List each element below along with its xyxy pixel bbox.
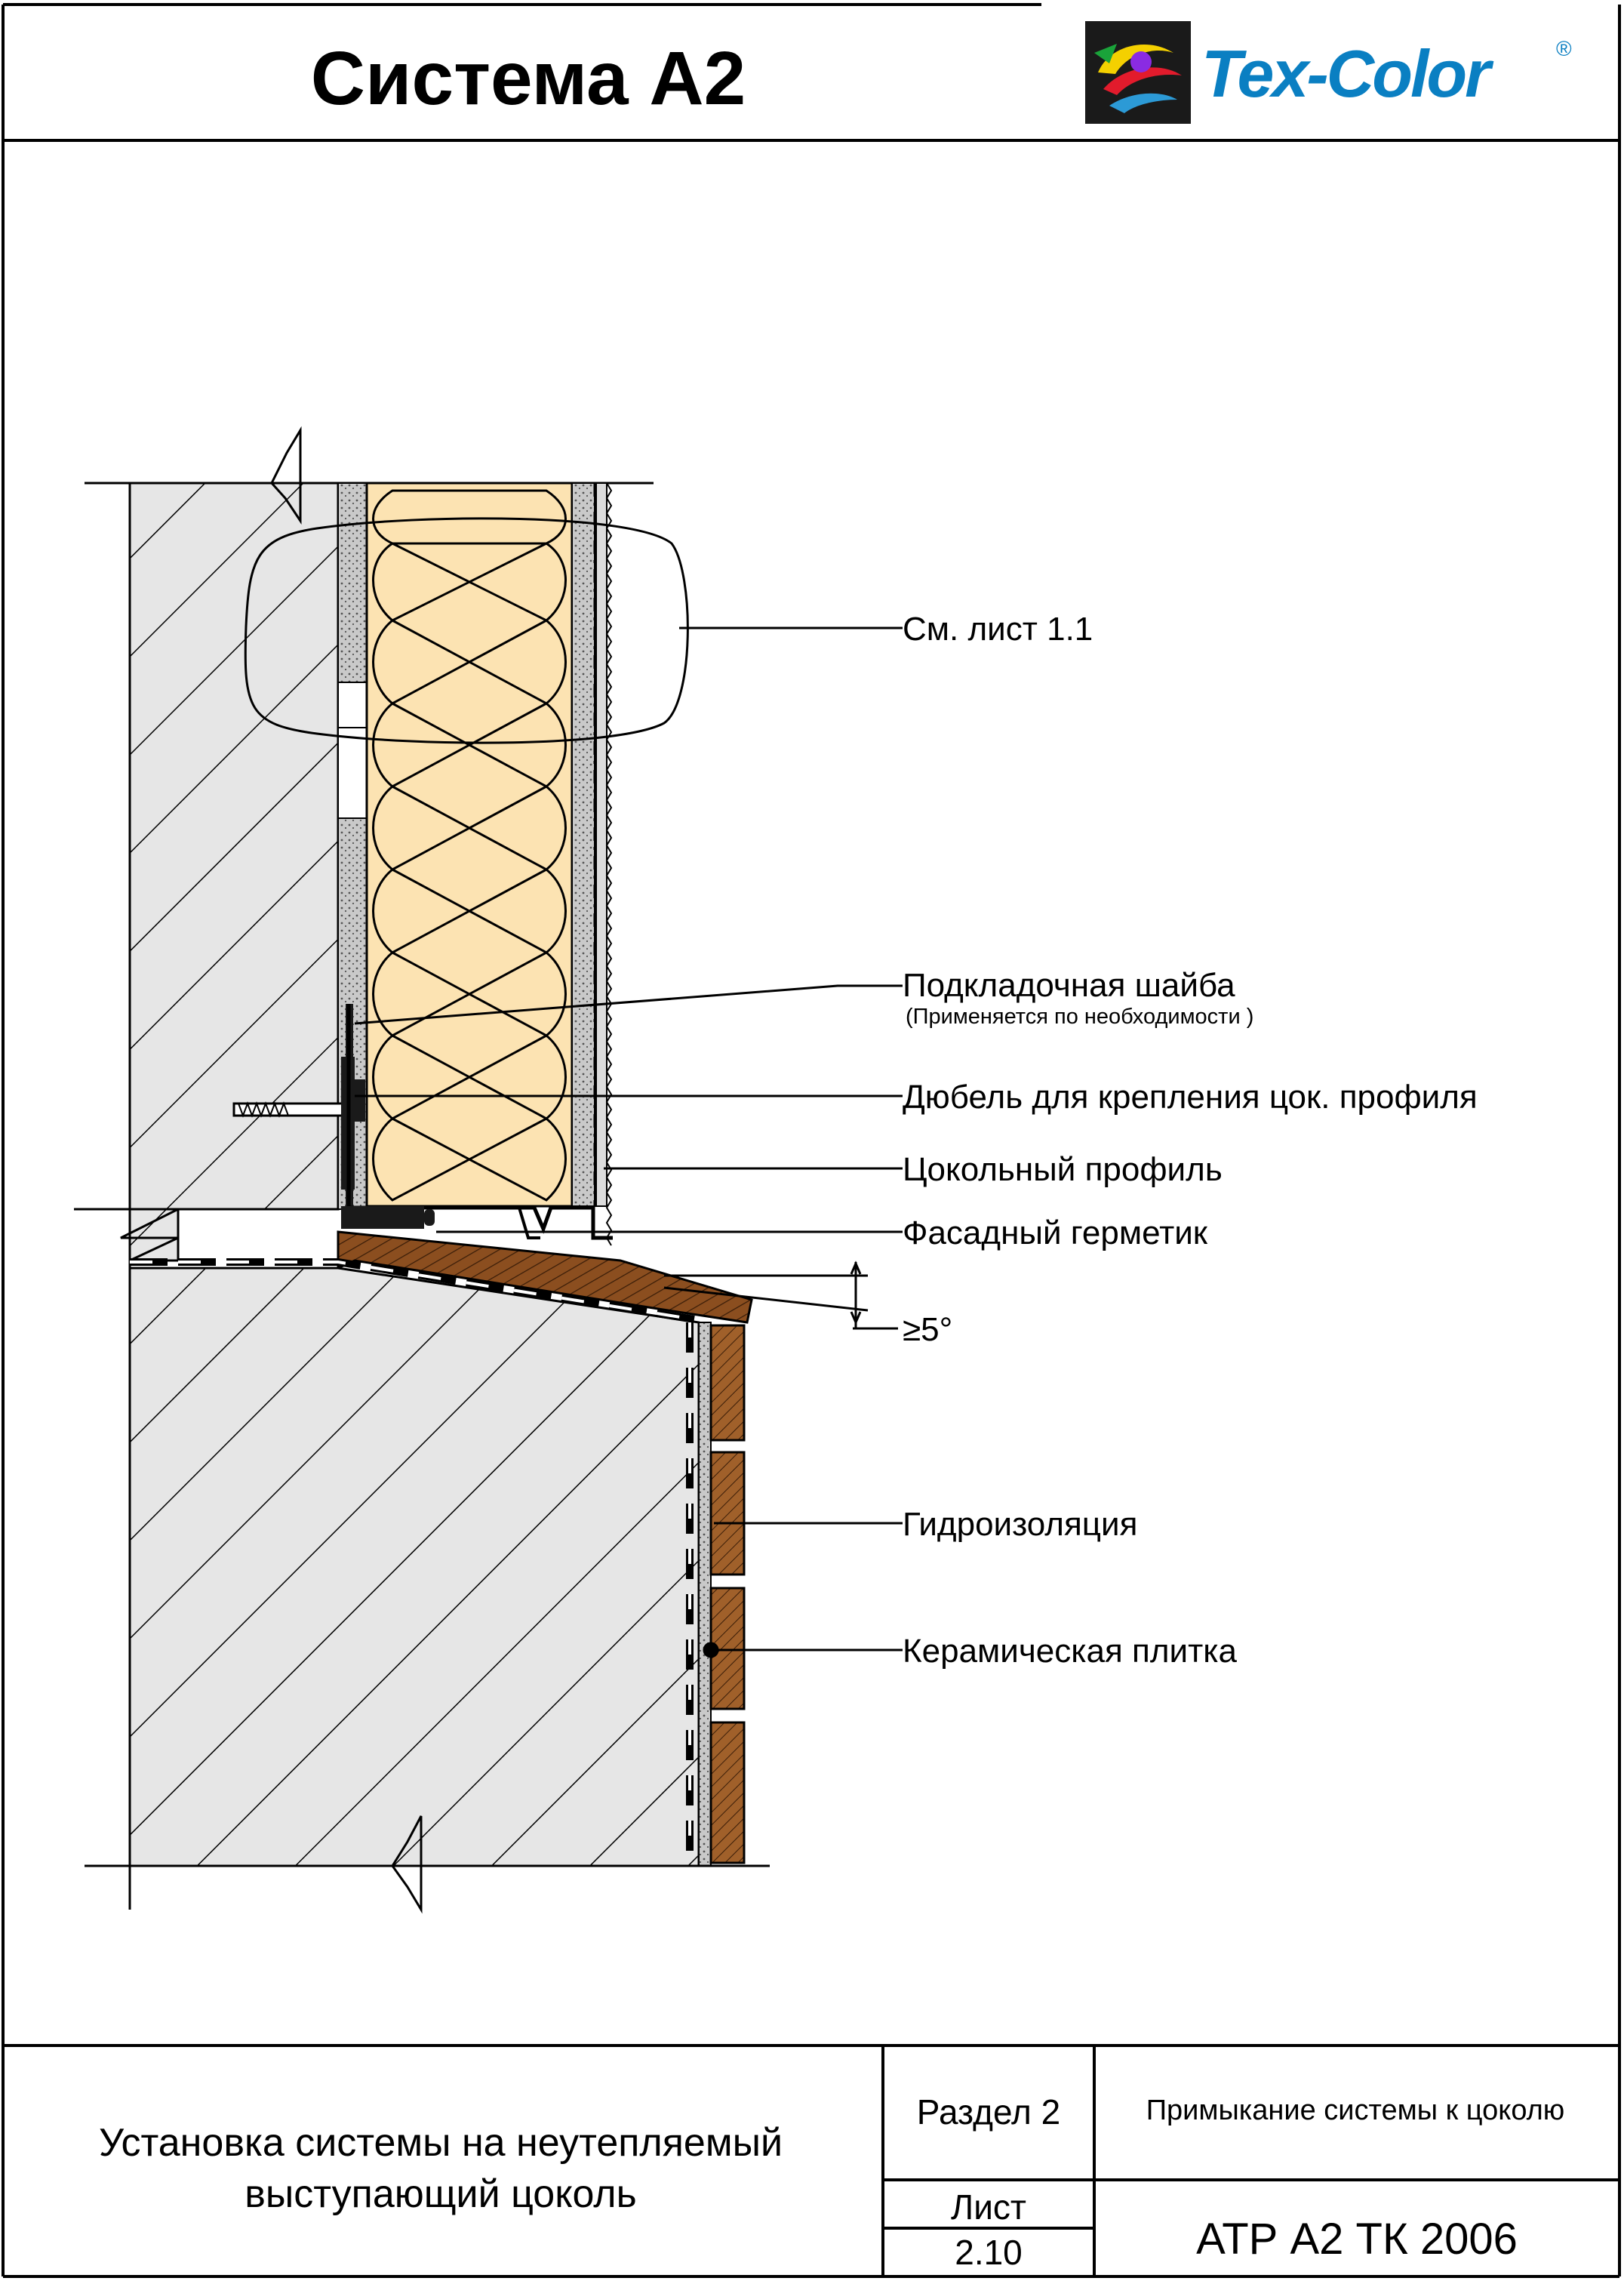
adhesive-gap-1 — [337, 682, 368, 728]
washer — [355, 1079, 365, 1122]
section-drawing: См. лист 1.1 Подкладочная шайба (Применя… — [74, 426, 1478, 1914]
page-title: Система А2 — [311, 36, 746, 121]
ceramic-tiles — [703, 1324, 746, 1864]
header: Система А2 Tex-Color ® — [2, 3, 1621, 2278]
logo-registered-mark: ® — [1556, 37, 1572, 60]
section-title: Примыкание системы к цоколю — [1146, 2095, 1565, 2126]
tex-color-logo: Tex-Color ® — [1085, 21, 1572, 124]
sealant-cord — [424, 1209, 435, 1226]
lower-plinth — [128, 1267, 700, 1867]
callout-dowel: Дюбель для крепления цок. профиля — [903, 1079, 1478, 1116]
plinth-sill — [337, 1230, 753, 1324]
finish-coat-layer — [595, 482, 607, 1207]
sealant-strip — [341, 1206, 424, 1229]
callout-see-sheet: См. лист 1.1 — [903, 611, 1093, 648]
sheet-label: Лист — [951, 2187, 1026, 2227]
upper-wall — [128, 482, 340, 1262]
drawing-description-line1: Установка системы на неутепляемый — [99, 2121, 783, 2165]
drawing-description-line2: выступающий цоколь — [245, 2172, 636, 2216]
detail-reference-outline — [244, 517, 689, 744]
title-block: Установка системы на неутепляемый выступ… — [3, 2044, 1619, 2276]
logo-text: Tex-Color — [1201, 36, 1494, 111]
decorative-plaster-edge — [605, 482, 613, 1246]
callout-profile: Цокольный профиль — [903, 1151, 1223, 1188]
callout-washer: Подкладочная шайба — [903, 967, 1235, 1004]
callout-tile: Керамическая плитка — [903, 1633, 1237, 1670]
insulation-symbol — [372, 489, 567, 1202]
tile-adhesive-layer — [698, 1322, 712, 1867]
logo-swirl-icon — [1094, 44, 1182, 113]
lower-break-line — [85, 1815, 770, 1914]
callout-waterproofing: Гидроизоляция — [903, 1506, 1137, 1543]
waterproofing-top-white — [130, 1261, 695, 1321]
upper-break-line — [85, 426, 654, 525]
section-label: Раздел 2 — [917, 2092, 1060, 2132]
callout-washer-note: (Применяется по необходимости ) — [906, 1005, 1253, 1029]
adhesive-layer-upper — [337, 482, 368, 683]
base-coat-layer — [571, 482, 595, 1207]
callout-sealant: Фасадный герметик — [903, 1214, 1208, 1251]
insulation-board — [365, 482, 574, 1208]
sheet-number: 2.10 — [955, 2233, 1023, 2272]
leader-lines — [354, 626, 903, 1651]
callout-slope: ≥5° — [903, 1311, 952, 1348]
slope-dimension — [663, 1261, 898, 1330]
adhesive-gap-2 — [337, 727, 368, 819]
document-code: АТР А2 ТК 2006 — [1196, 2215, 1518, 2264]
